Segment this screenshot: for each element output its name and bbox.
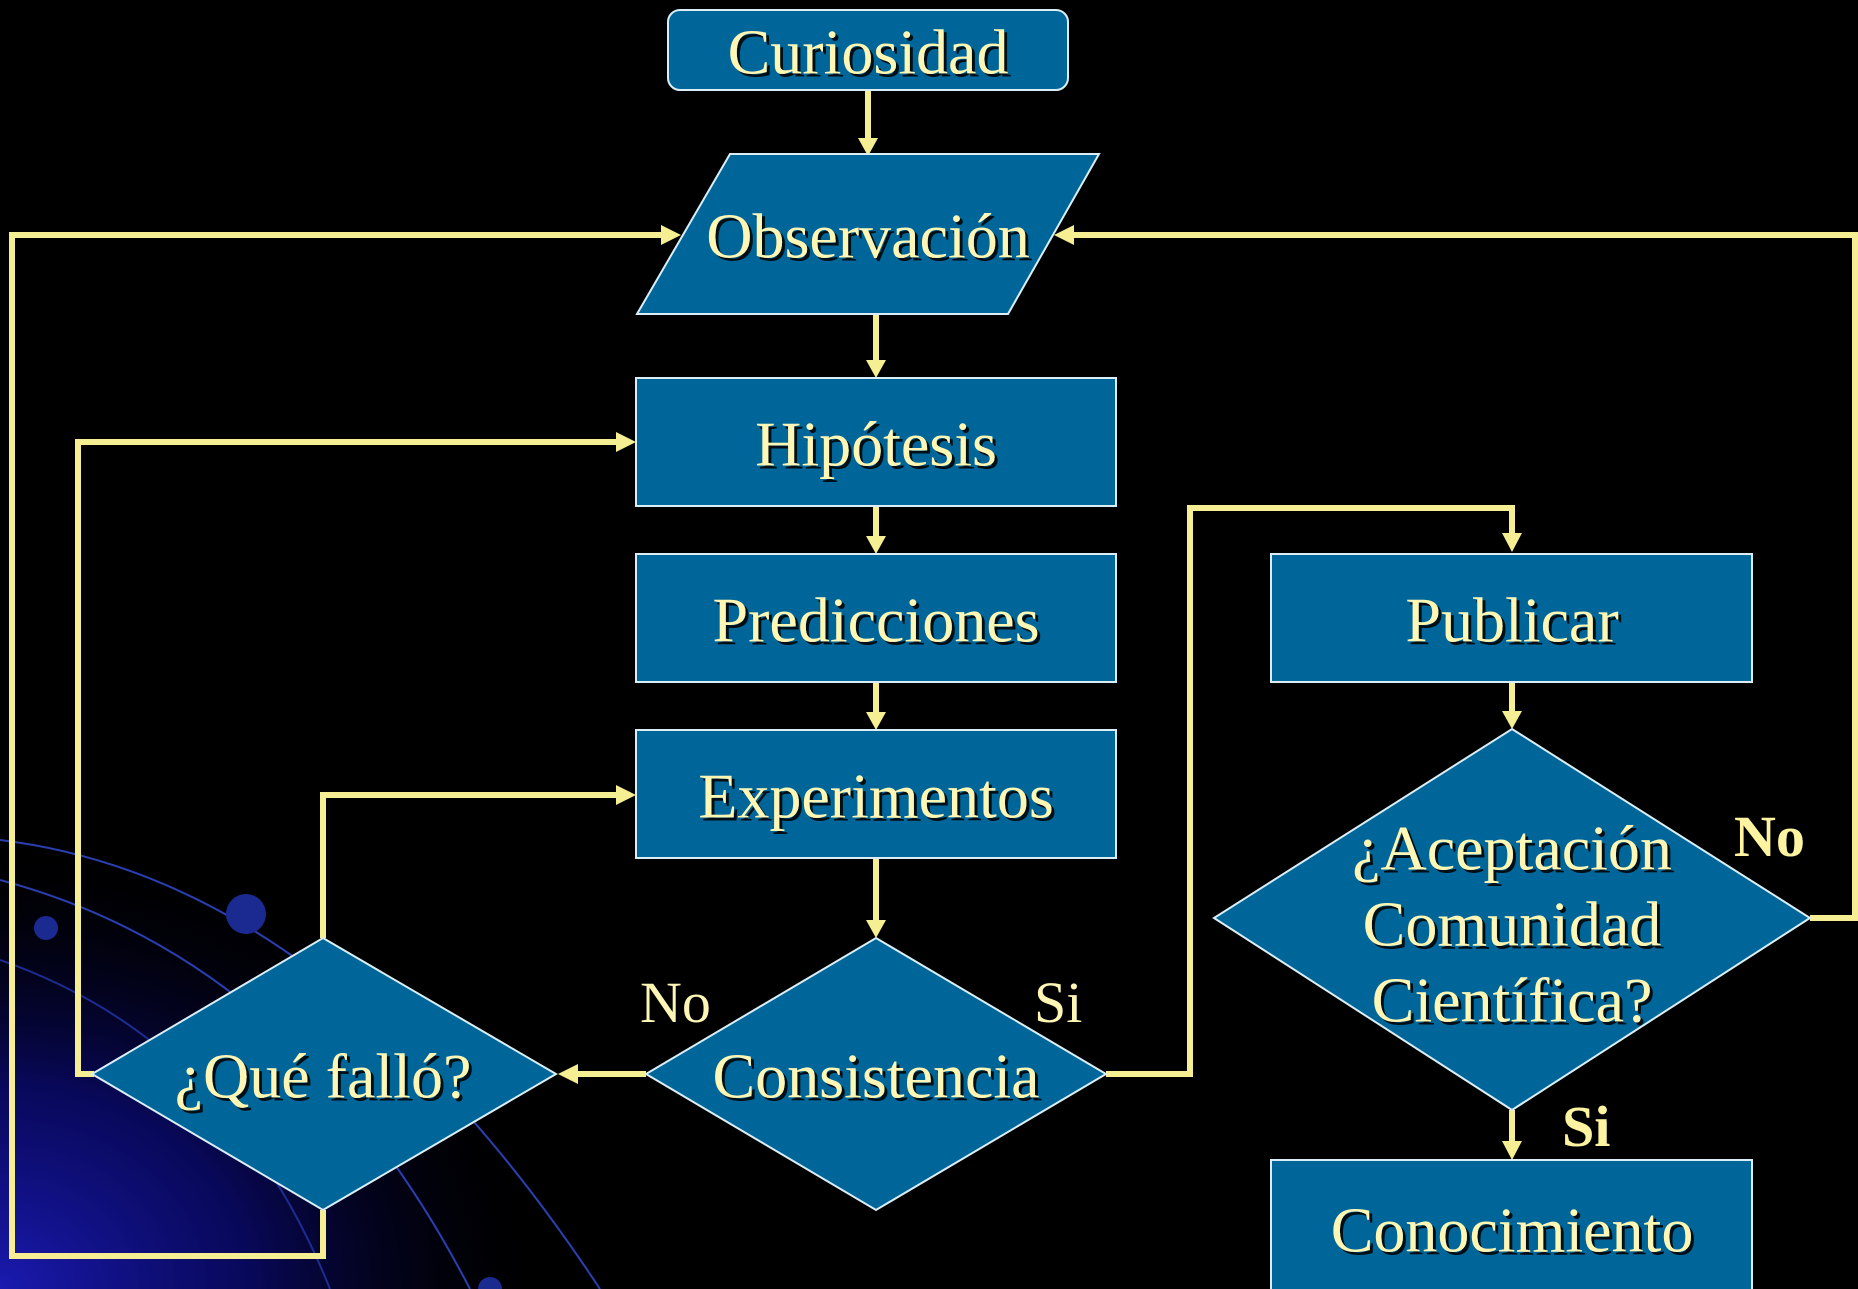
node-experimentos[interactable]: Experimentos	[635, 729, 1117, 859]
node-que-fallo-label: ¿Qué falló?	[175, 1041, 472, 1112]
node-que-fallo[interactable]: ¿Qué falló?	[90, 936, 558, 1212]
node-publicar[interactable]: Publicar	[1270, 553, 1753, 683]
node-conocimiento[interactable]: Conocimiento	[1270, 1159, 1753, 1289]
node-conocimiento-label: Conocimiento	[1331, 1195, 1694, 1266]
edge-label-aceptacion-si: Si	[1562, 1094, 1610, 1159]
edge-label-aceptacion-no: No	[1734, 804, 1805, 869]
node-consistencia[interactable]: Consistencia	[644, 936, 1108, 1212]
node-aceptacion[interactable]: ¿Aceptación Comunidad Científica?	[1212, 727, 1812, 1112]
node-curiosidad-label: Curiosidad	[728, 17, 1009, 88]
node-observacion-label: Observación	[706, 201, 1029, 272]
node-hipotesis-label: Hipótesis	[755, 409, 997, 480]
edge-label-consistencia-si: Si	[1034, 970, 1082, 1035]
node-publicar-label: Publicar	[1405, 585, 1618, 656]
node-aceptacion-label-line2: Comunidad	[1363, 889, 1662, 960]
connectors	[9, 90, 1858, 1259]
node-observacion[interactable]: Observación	[635, 153, 1101, 315]
edge-label-consistencia-no: No	[640, 970, 711, 1035]
node-consistencia-label: Consistencia	[712, 1041, 1039, 1112]
node-aceptacion-label-line3: Científica?	[1372, 965, 1653, 1036]
node-predicciones[interactable]: Predicciones	[635, 553, 1117, 683]
node-experimentos-label: Experimentos	[698, 761, 1053, 832]
node-aceptacion-label-line1: ¿Aceptación	[1352, 813, 1672, 884]
node-curiosidad[interactable]: Curiosidad	[667, 9, 1069, 91]
node-hipotesis[interactable]: Hipótesis	[635, 377, 1117, 507]
node-predicciones-label: Predicciones	[713, 585, 1040, 656]
